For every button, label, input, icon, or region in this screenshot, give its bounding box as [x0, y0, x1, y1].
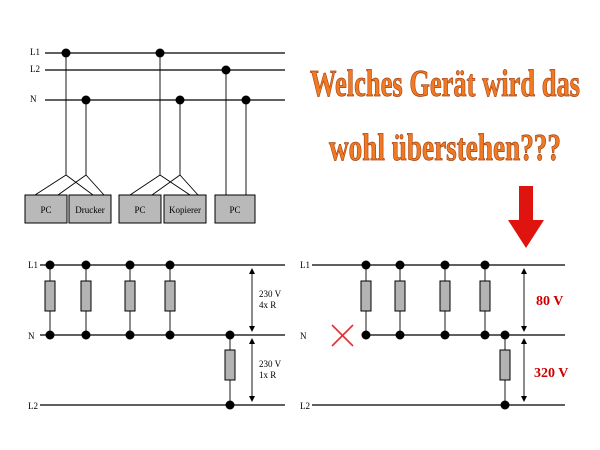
resistor-branch — [360, 260, 372, 340]
rail-label-l2: L2 — [30, 64, 40, 74]
resistor — [124, 280, 136, 312]
wire — [129, 53, 161, 196]
device-box-pc-1 — [24, 194, 68, 224]
cross-mark-icon — [331, 324, 354, 347]
resistor-branch — [164, 260, 176, 340]
resistor-branch — [44, 260, 56, 340]
resistance-label: 1x R — [259, 370, 276, 380]
voltage-label: 230 V — [259, 289, 282, 299]
resistor — [80, 280, 92, 312]
down-arrow-icon — [508, 186, 544, 248]
device-box-pc-2 — [118, 194, 162, 224]
voltage-arrow — [521, 338, 527, 402]
resistor-branch — [224, 330, 236, 410]
resistor-branch — [124, 260, 136, 340]
headline-line-2: wohl überstehen??? — [329, 127, 561, 169]
headline-line-1: Welches Gerät wird das — [310, 63, 580, 105]
device-box-pc-3 — [214, 194, 256, 224]
device-label: Drucker — [75, 205, 104, 215]
resistor-branch — [439, 260, 451, 340]
resistance-label: 4x R — [259, 300, 276, 310]
device-label: Kopierer — [169, 205, 201, 215]
resistor-branch — [80, 260, 92, 340]
voltage-arrow — [521, 268, 527, 332]
wire — [151, 100, 181, 196]
resistor — [439, 280, 451, 312]
bottom-left-diagram: L1 N L2 — [28, 260, 285, 411]
rail-label-l2: L2 — [300, 401, 310, 411]
resistor-branch — [479, 260, 491, 340]
resistor — [224, 349, 236, 381]
voltage-arrow — [249, 268, 255, 332]
device-label: PC — [229, 205, 240, 215]
resistor — [44, 280, 56, 312]
device-box-kopierer — [163, 194, 207, 224]
voltage-arrow — [249, 338, 255, 402]
device-label: PC — [134, 205, 145, 215]
wire — [179, 174, 199, 196]
resistor — [360, 280, 372, 312]
voltage-label: 230 V — [259, 359, 282, 369]
resistor — [164, 280, 176, 312]
wire — [85, 174, 105, 196]
wire — [65, 174, 94, 196]
headline: Welches Gerät wird das wohl überstehen??… — [310, 63, 581, 170]
resistor — [394, 280, 406, 312]
rail-label-n: N — [28, 331, 35, 341]
rail-label-n: N — [30, 94, 37, 104]
rail-label-l1: L1 — [28, 260, 38, 270]
resistor-branch — [394, 260, 406, 340]
rail-label-l1: L1 — [30, 47, 40, 57]
resistor — [499, 349, 511, 381]
top-diagram: L1 L2 N PC Drucker PC — [24, 47, 285, 224]
voltage-label: 80 V — [536, 294, 563, 309]
resistor — [479, 280, 491, 312]
wire — [159, 174, 191, 196]
device-label: PC — [40, 205, 51, 215]
voltage-label: 320 V — [534, 366, 568, 381]
wire — [57, 100, 87, 196]
bottom-right-diagram: L1 N L2 — [300, 260, 568, 411]
resistor-branch — [499, 330, 511, 410]
rail-label-n: N — [300, 331, 307, 341]
rail-label-l1: L1 — [300, 260, 310, 270]
wire — [34, 53, 67, 196]
rail-label-l2: L2 — [28, 401, 38, 411]
device-box-drucker — [68, 194, 112, 224]
